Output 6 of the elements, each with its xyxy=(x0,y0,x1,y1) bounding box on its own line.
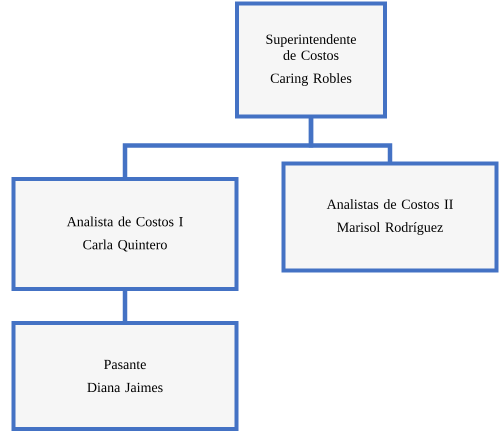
org-box: Superintendente de Costos Caring Robles xyxy=(235,2,387,118)
connector-line xyxy=(308,118,392,162)
org-box: Pasante Diana Jaimes xyxy=(12,321,238,431)
org-box: Analista de Costos I Carla Quintero xyxy=(12,177,238,291)
org-box: Analistas de Costos II Marisol Rodríguez xyxy=(282,162,498,272)
connector-line xyxy=(122,291,128,321)
